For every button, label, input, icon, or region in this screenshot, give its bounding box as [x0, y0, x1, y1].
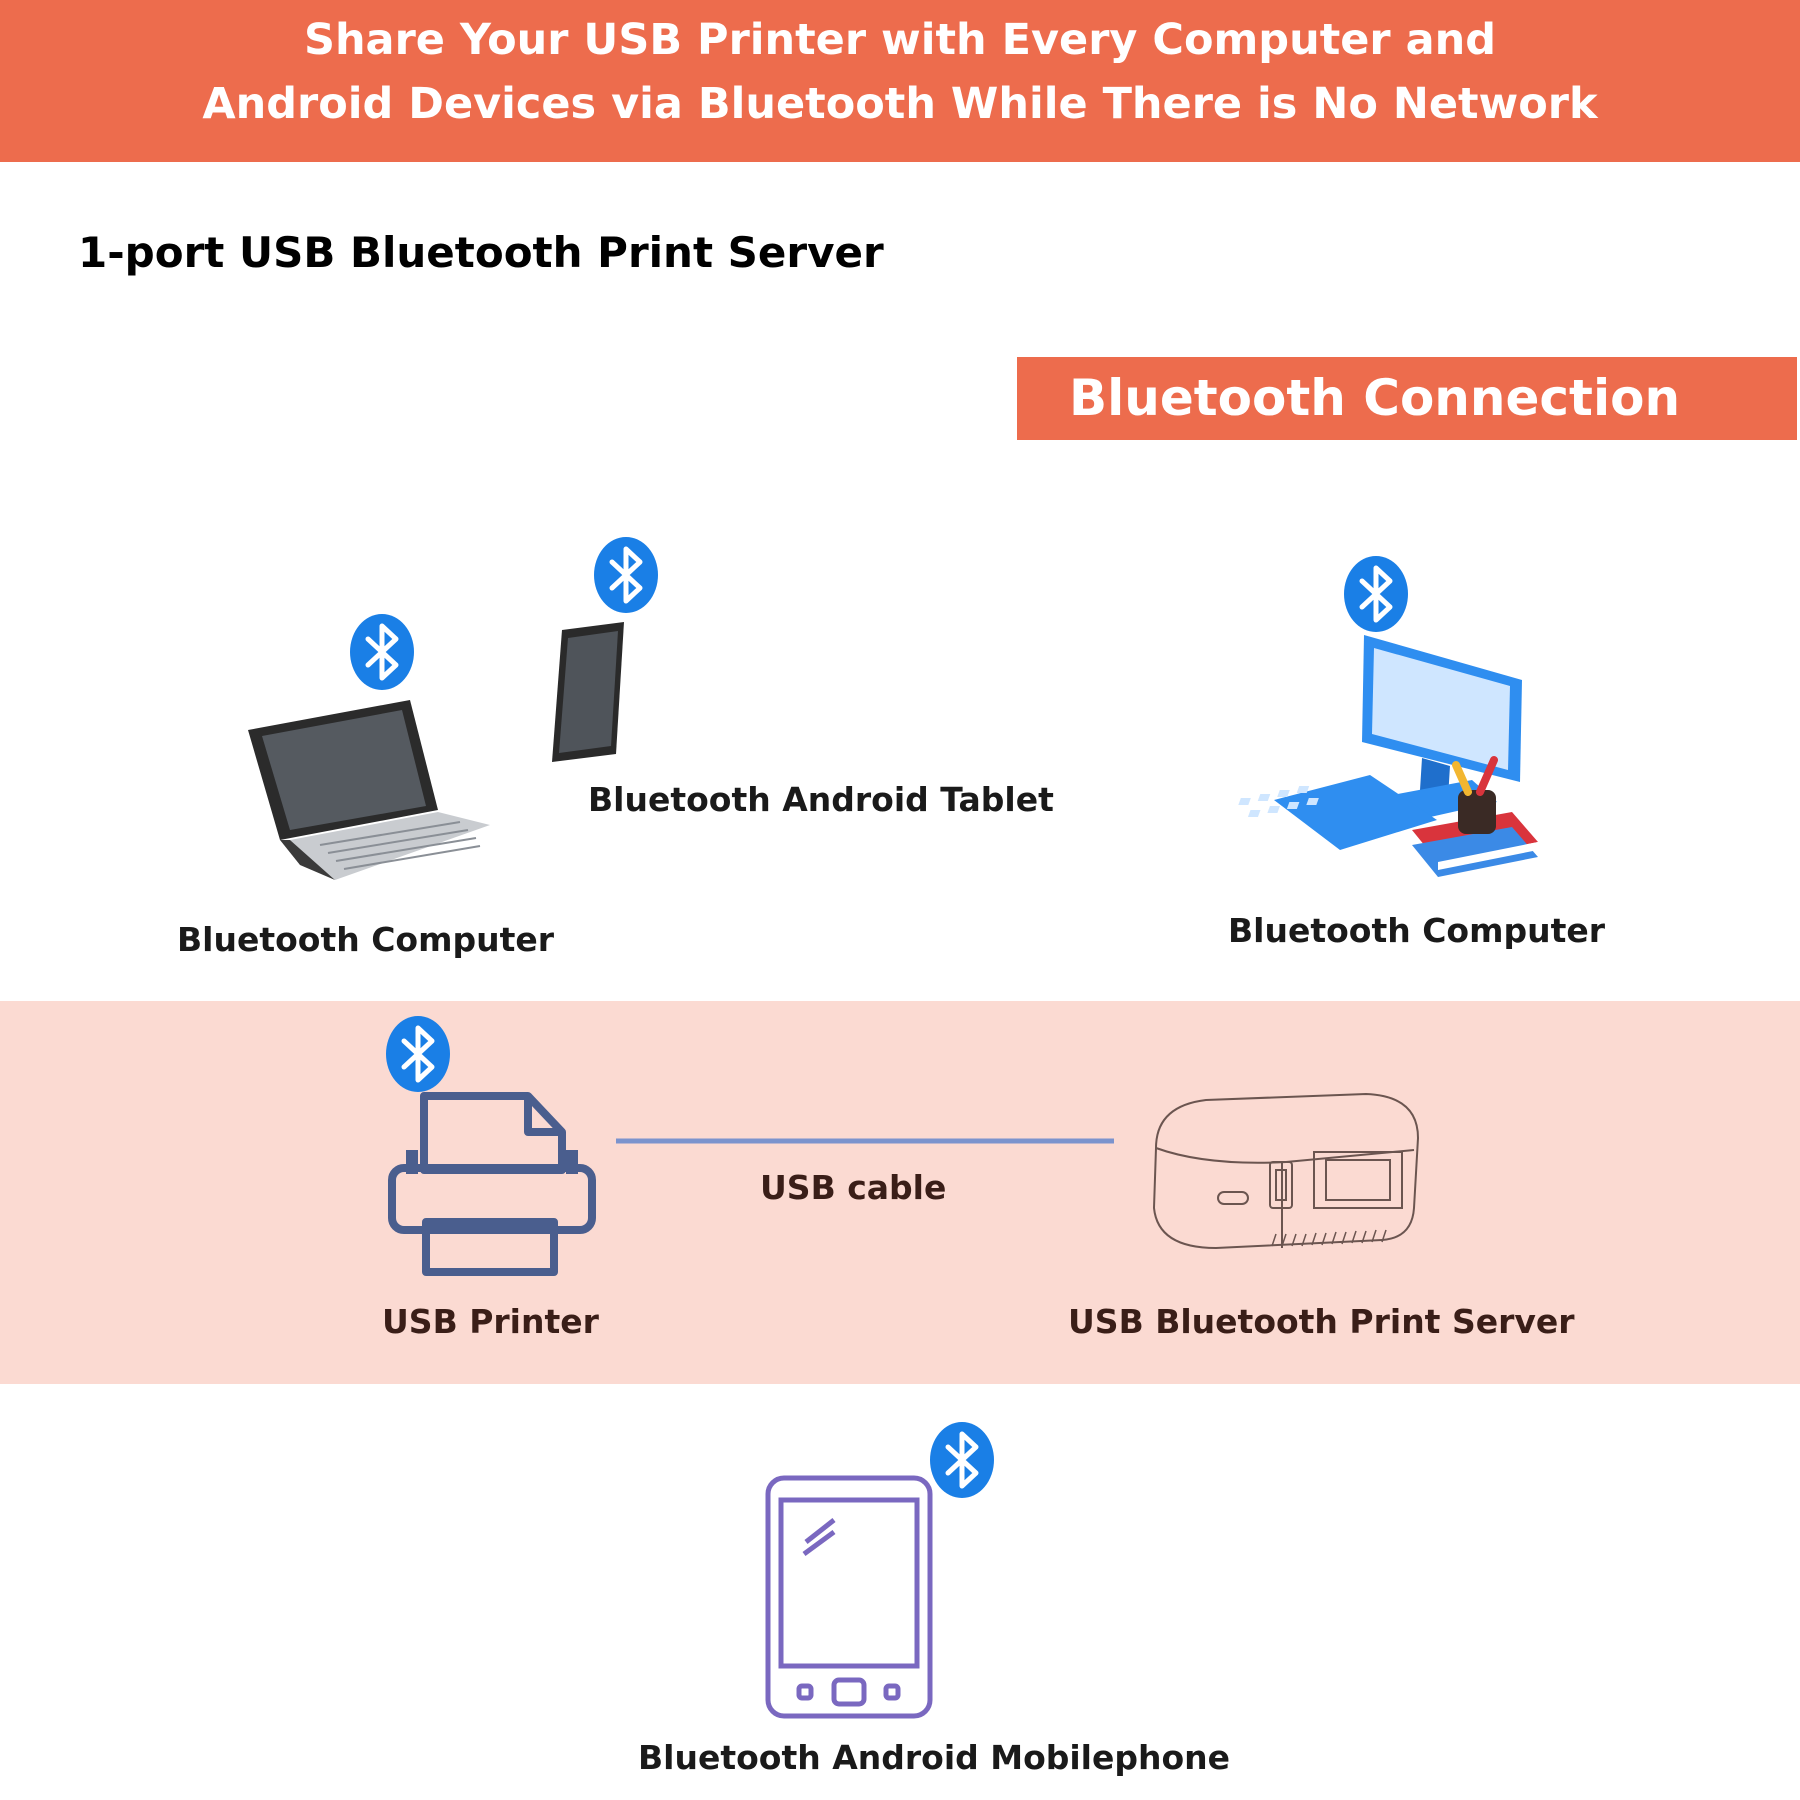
top-banner: Share Your USB Printer with Every Comput…: [0, 0, 1800, 162]
laptop-bluetooth-icon: [350, 614, 414, 690]
laptop-label: Bluetooth Computer: [177, 920, 555, 959]
mobilephone-icon: [765, 1475, 933, 1719]
usb-cable-line: [616, 1138, 1114, 1144]
laptop-icon: [248, 700, 490, 880]
printer-label: USB Printer: [382, 1302, 599, 1341]
print-server-label: USB Bluetooth Print Server: [1068, 1302, 1575, 1341]
tablet-bluetooth-icon: [594, 537, 658, 613]
banner-line-1: Share Your USB Printer with Every Comput…: [303, 15, 1497, 65]
printer-icon: [388, 1092, 596, 1276]
desktop-label: Bluetooth Computer: [1228, 911, 1606, 950]
page-subtitle: 1-port USB Bluetooth Print Server: [78, 228, 884, 277]
usb-connection-band: [0, 1001, 1800, 1384]
printer-bluetooth-icon: [386, 1016, 450, 1092]
desktop-computer-icon: [1238, 635, 1538, 877]
tablet-label: Bluetooth Android Tablet: [588, 780, 1054, 819]
desktop-bluetooth-icon: [1344, 556, 1408, 632]
bluetooth-connection-box: Bluetooth Connection: [1017, 357, 1797, 440]
mobilephone-bluetooth-icon: [930, 1422, 994, 1498]
print-server-icon: [1152, 1092, 1420, 1250]
banner-line-2: Android Devices via Bluetooth While Ther…: [202, 79, 1598, 129]
usb-cable-label: USB cable: [760, 1168, 947, 1207]
mobilephone-label: Bluetooth Android Mobilephone: [638, 1738, 1231, 1777]
tablet-icon: [552, 622, 624, 762]
